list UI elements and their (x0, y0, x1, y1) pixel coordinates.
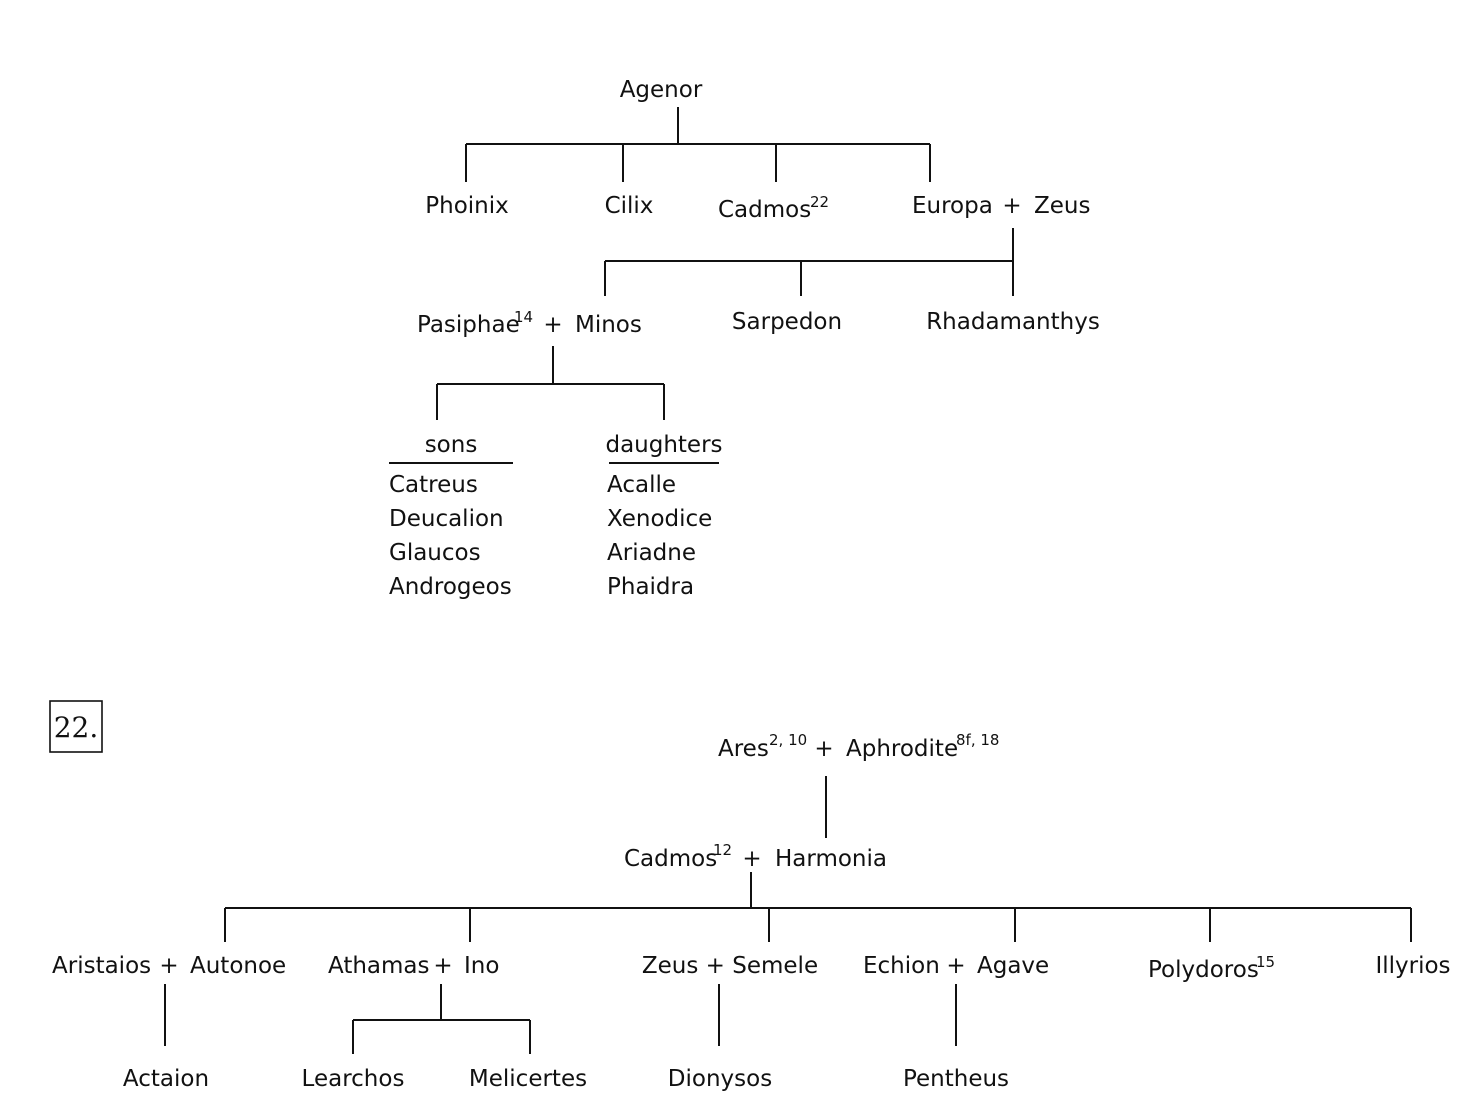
name-ino: Ino (464, 953, 499, 979)
name-minos: Minos (575, 312, 642, 338)
name-ares: Ares (718, 736, 769, 762)
name-melicertes: Melicertes (469, 1066, 587, 1092)
section-number: 22. (54, 711, 99, 744)
plus-sign: + (814, 736, 833, 762)
plus-sign: + (433, 953, 452, 979)
ref-cadmos: 22 (810, 193, 829, 211)
plus-sign: + (1002, 193, 1021, 219)
daughter-name: Acalle (607, 472, 676, 498)
name-cadmos-12: Cadmos (624, 846, 717, 872)
section-number-box (49, 700, 103, 753)
ref-cadmos-12: 12 (713, 841, 732, 859)
daughter-name: Phaidra (607, 574, 694, 600)
ref-aphrodite: 8f, 18 (956, 731, 999, 749)
plus-sign: + (543, 312, 562, 338)
name-echion: Echion (863, 953, 940, 979)
name-athamas: Athamas (328, 953, 430, 979)
name-cadmos: Cadmos (718, 197, 811, 223)
name-phoinix: Phoinix (425, 193, 509, 219)
name-harmonia: Harmonia (775, 846, 887, 872)
agenor-family-tree: Agenor Phoinix Cilix Cadmos 22 Europa + … (389, 77, 1100, 600)
ref-pasiphae: 14 (514, 308, 533, 326)
daughter-name: Ariadne (607, 540, 696, 566)
name-agenor: Agenor (620, 77, 703, 103)
plus-sign: + (946, 953, 965, 979)
plus-sign: + (742, 846, 761, 872)
son-name: Glaucos (389, 540, 481, 566)
name-pentheus: Pentheus (903, 1066, 1009, 1092)
cadmos-family-tree: 22. Ares 2, 10 + Aphrodite 8f, 18 Cadmos… (49, 700, 1451, 1092)
name-learchos: Learchos (302, 1066, 405, 1092)
name-actaion: Actaion (123, 1066, 209, 1092)
ref-polydoros: 15 (1256, 953, 1275, 971)
son-name: Androgeos (389, 574, 512, 600)
son-name: Deucalion (389, 506, 504, 532)
heading-daughters: daughters (605, 432, 722, 458)
name-europa: Europa (912, 193, 993, 219)
name-zeus-semele: Zeus + Semele (642, 953, 818, 979)
son-name: Catreus (389, 472, 478, 498)
plus-sign: + (159, 953, 178, 979)
name-rhadamanthys: Rhadamanthys (926, 309, 1100, 335)
name-illyrios: Illyrios (1375, 953, 1450, 979)
heading-sons: sons (425, 432, 478, 458)
name-zeus: Zeus (1034, 193, 1090, 219)
name-pasiphae: Pasiphae (417, 312, 520, 338)
ref-ares: 2, 10 (769, 731, 807, 749)
name-agave: Agave (977, 953, 1049, 979)
name-aphrodite: Aphrodite (846, 736, 958, 762)
name-aristaios: Aristaios (52, 953, 151, 979)
name-autonoe: Autonoe (190, 953, 286, 979)
name-dionysos: Dionysos (668, 1066, 772, 1092)
daughter-name: Xenodice (607, 506, 712, 532)
name-sarpedon: Sarpedon (732, 309, 842, 335)
name-polydoros: Polydoros (1148, 957, 1259, 983)
name-cilix: Cilix (605, 193, 654, 219)
